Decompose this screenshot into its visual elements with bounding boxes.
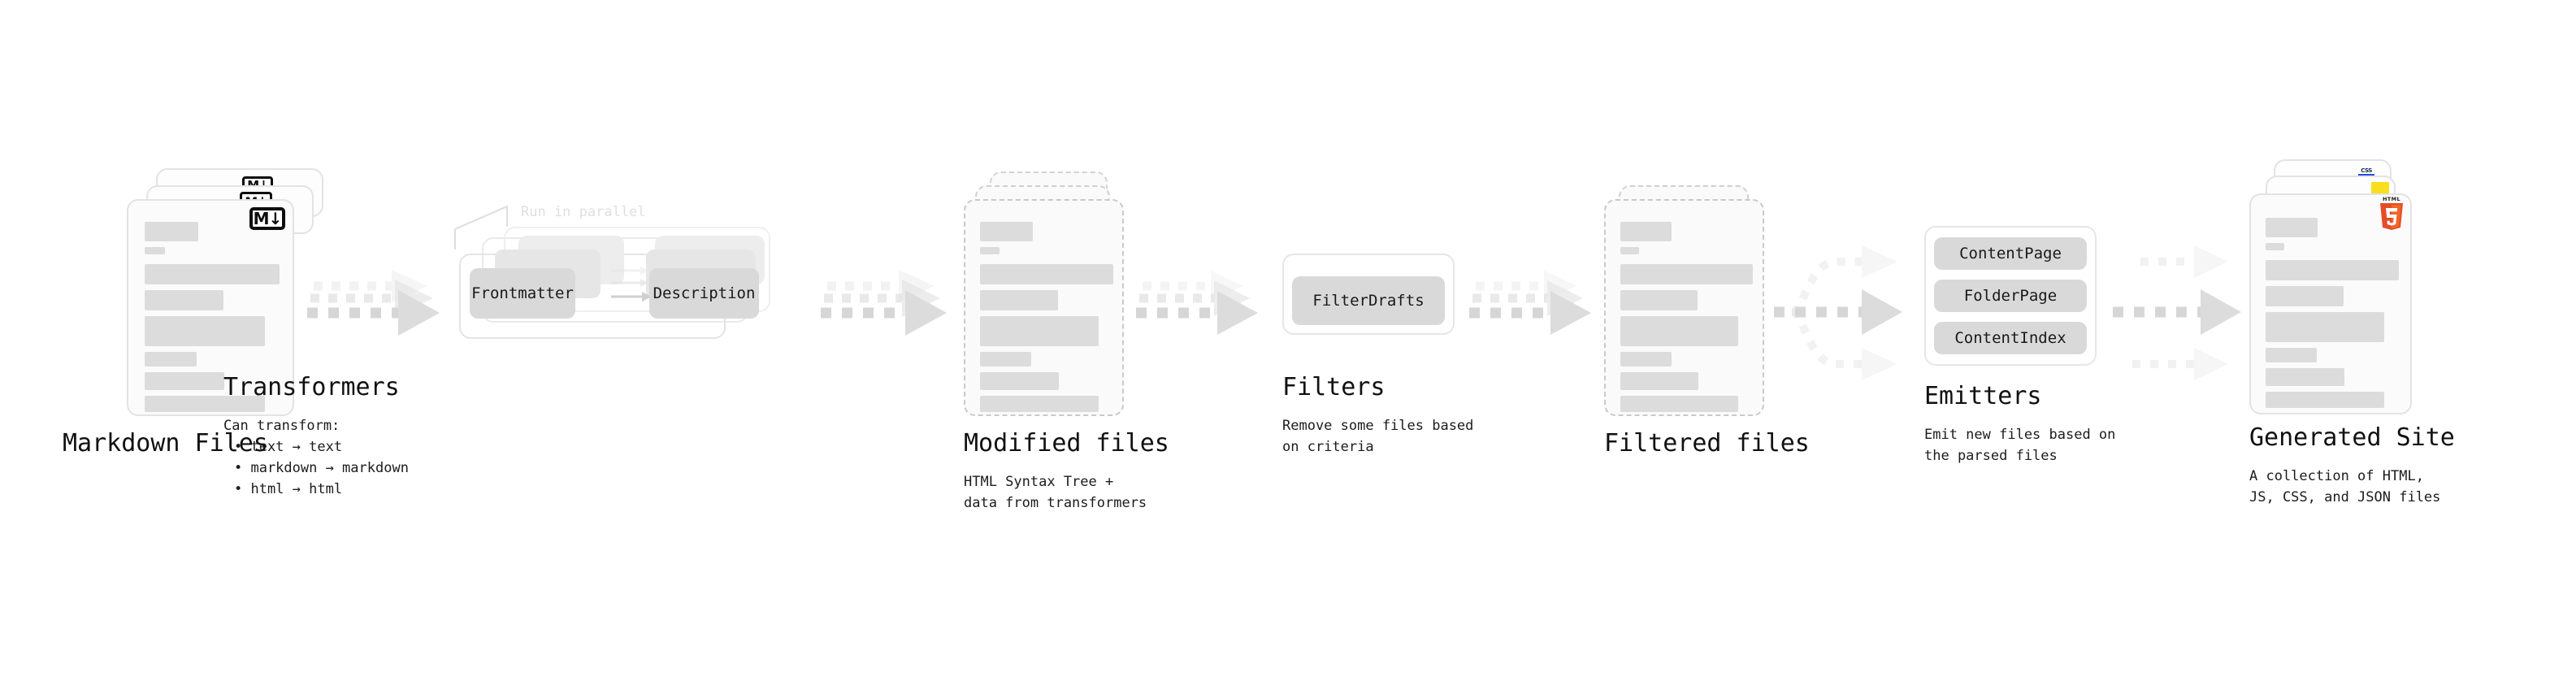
doc-line-title (145, 222, 198, 241)
doc-line-title (2266, 218, 2318, 237)
filters-heading: Filters (1282, 373, 1386, 401)
doc-line-6 (980, 396, 1099, 412)
transformer-chip-frontmatter[interactable]: Frontmatter (470, 268, 575, 319)
emitters-description: Emit new files based on the parsed files (1924, 427, 2116, 464)
transformers-description: Can transform: (223, 418, 340, 434)
doc-line-5 (145, 372, 224, 390)
transformers-bullet-1: • markdown → markdown (234, 460, 409, 476)
css-badge-rule (2358, 174, 2374, 176)
js-badge (2371, 182, 2389, 196)
site-card-front (2249, 193, 2412, 414)
css-badge-label: CSS (2361, 167, 2372, 174)
markdown-files-heading: Markdown Files (63, 429, 268, 458)
doc-line-4 (2266, 348, 2317, 362)
doc-line-2 (1620, 290, 1698, 310)
run-in-parallel-label: Run in parallel (521, 204, 646, 220)
generated-site-description: A collection of HTML, JS, CSS, and JSON … (2249, 468, 2441, 505)
doc-line-2 (2266, 286, 2344, 306)
transformer-parallel-arrows (611, 266, 676, 323)
modified-card-front (964, 199, 1124, 416)
doc-line-6 (1620, 396, 1738, 412)
doc-line-5 (2266, 368, 2344, 386)
run-in-parallel-bracket (452, 202, 549, 250)
doc-line-3 (2266, 312, 2384, 342)
doc-line-1 (980, 264, 1113, 284)
filtered-files-heading: Filtered files (1604, 429, 1810, 458)
doc-line-3 (980, 316, 1099, 346)
doc-line-sub (145, 247, 165, 254)
doc-line-3 (145, 316, 265, 346)
emitters-box (1924, 226, 2097, 366)
transformers-bullet-0: • text → text (234, 439, 343, 455)
html5-icon: HTML (2378, 195, 2405, 230)
doc-line-6 (2266, 392, 2384, 408)
filter-chip-filterdrafts[interactable]: FilterDrafts (1292, 276, 1445, 325)
doc-line-4 (980, 352, 1031, 367)
doc-line-2 (980, 290, 1058, 310)
emitters-heading: Emitters (1924, 382, 2042, 410)
doc-line-sub (2266, 243, 2284, 250)
modified-files-heading: Modified files (964, 429, 1169, 458)
doc-line-title (1620, 222, 1672, 241)
connector-modified-to-filters (1136, 268, 1290, 358)
connector-filters-to-filtered (1469, 268, 1624, 358)
connector-transformers-to-modified (821, 268, 975, 358)
doc-line-4 (1620, 352, 1672, 367)
doc-line-5 (980, 372, 1059, 390)
doc-line-title (980, 222, 1033, 241)
emitter-chip-folderpage[interactable]: FolderPage (1934, 280, 2087, 312)
modified-files-description: HTML Syntax Tree + data from transformer… (964, 474, 1147, 511)
connector-md-to-transformers (307, 268, 470, 358)
doc-line-5 (1620, 372, 1698, 390)
doc-line-sub (1620, 247, 1639, 254)
doc-line-2 (145, 290, 223, 310)
svg-text:HTML: HTML (2383, 196, 2400, 202)
markdown-badge: M↓ (249, 207, 285, 230)
filtered-card-front (1604, 199, 1764, 416)
doc-line-3 (1620, 316, 1738, 346)
transformers-heading: Transformers (223, 373, 400, 401)
transformers-bullet-2: • html → html (234, 481, 343, 497)
markdown-card-front (127, 199, 294, 416)
connector-filtered-to-emitters (1774, 234, 1924, 388)
emitter-chip-contentpage[interactable]: ContentPage (1934, 237, 2087, 270)
doc-line-1 (1620, 264, 1753, 284)
doc-line-1 (145, 264, 280, 284)
doc-line-4 (145, 352, 197, 367)
emitter-chip-contentindex[interactable]: ContentIndex (1934, 322, 2087, 354)
generated-site-heading: Generated Site (2249, 423, 2455, 452)
filters-box (1282, 254, 1455, 335)
doc-line-sub (980, 247, 1000, 254)
doc-line-6 (145, 396, 265, 412)
transformer-chip-description[interactable]: Description (649, 268, 759, 319)
doc-line-1 (2266, 260, 2399, 280)
connector-emitters-to-site (2113, 234, 2259, 388)
filters-description: Remove some files based on criteria (1282, 418, 1474, 455)
